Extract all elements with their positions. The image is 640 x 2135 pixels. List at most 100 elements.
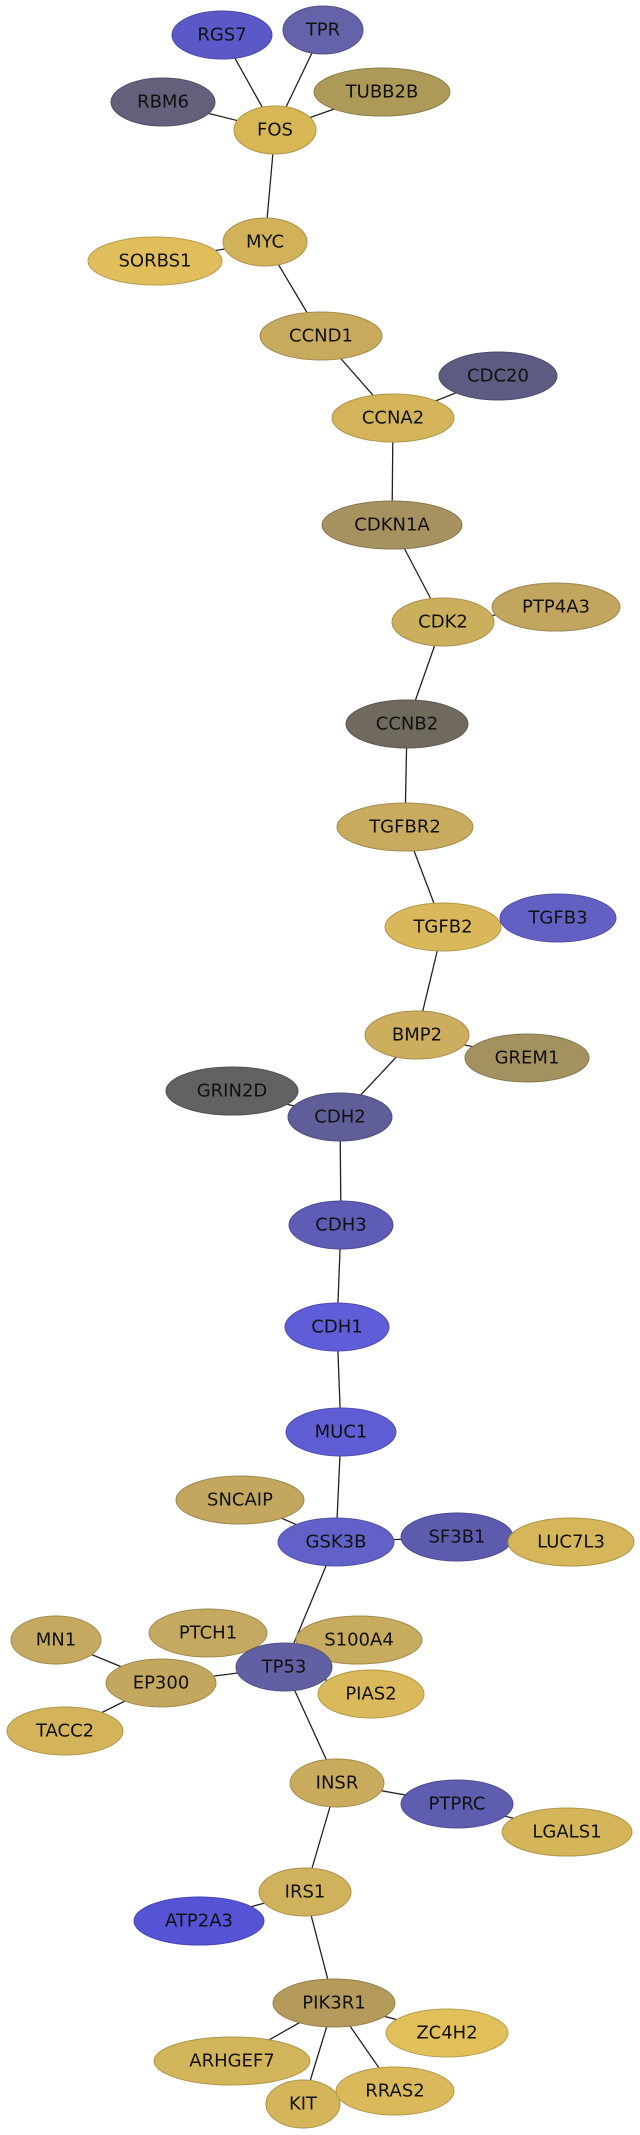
node-gsk3b[interactable]: GSK3B — [277, 1517, 395, 1567]
node-label-ptprc: PTPRC — [429, 1794, 486, 1815]
node-grin2d[interactable]: GRIN2D — [165, 1066, 299, 1116]
node-ccna2[interactable]: CCNA2 — [331, 393, 455, 443]
node-tp53[interactable]: TP53 — [235, 1642, 333, 1692]
node-shape-tp53 — [235, 1642, 333, 1692]
node-cdc20[interactable]: CDC20 — [438, 351, 558, 401]
node-rbm6[interactable]: RBM6 — [110, 77, 216, 127]
node-lgals1[interactable]: LGALS1 — [501, 1807, 633, 1857]
node-shape-arhgef7 — [153, 2036, 311, 2086]
node-tubb2b[interactable]: TUBB2B — [313, 67, 451, 117]
node-shape-myc — [222, 217, 308, 267]
node-shape-ptch1 — [148, 1608, 268, 1658]
node-shape-grin2d — [165, 1066, 299, 1116]
node-cdh1[interactable]: CDH1 — [284, 1302, 390, 1352]
node-grem1[interactable]: GREM1 — [464, 1033, 590, 1083]
node-shape-tgfbr2 — [336, 802, 474, 852]
node-luc7l3[interactable]: LUC7L3 — [507, 1517, 635, 1567]
node-label-cdc20: CDC20 — [467, 366, 529, 387]
node-shape-tubb2b — [313, 67, 451, 117]
node-shape-pias2 — [317, 1669, 425, 1719]
node-label-ccnb2: CCNB2 — [376, 714, 438, 735]
node-sncaip[interactable]: SNCAIP — [175, 1475, 305, 1525]
node-kit[interactable]: KIT — [265, 2079, 341, 2129]
node-label-tgfb3: TGFB3 — [527, 908, 587, 929]
node-label-bmp2: BMP2 — [392, 1025, 442, 1046]
node-mn1[interactable]: MN1 — [10, 1615, 102, 1665]
node-label-tp53: TP53 — [261, 1657, 307, 1678]
node-shape-tgfb3 — [499, 893, 617, 943]
node-pik3r1[interactable]: PIK3R1 — [272, 1978, 396, 2028]
node-muc1[interactable]: MUC1 — [285, 1407, 397, 1457]
node-pias2[interactable]: PIAS2 — [317, 1669, 425, 1719]
node-label-tgfbr2: TGFBR2 — [368, 817, 441, 838]
node-atp2a3[interactable]: ATP2A3 — [133, 1896, 265, 1946]
node-ccnd1[interactable]: CCND1 — [259, 311, 383, 361]
node-shape-ccnd1 — [259, 311, 383, 361]
node-cdh2[interactable]: CDH2 — [287, 1092, 393, 1142]
node-label-gsk3b: GSK3B — [306, 1532, 367, 1553]
node-shape-ptp4a3 — [491, 582, 621, 632]
node-label-cdh3: CDH3 — [315, 1215, 366, 1236]
node-shape-pik3r1 — [272, 1978, 396, 2028]
node-ptp4a3[interactable]: PTP4A3 — [491, 582, 621, 632]
node-shape-ccnb2 — [345, 699, 469, 749]
node-shape-lgals1 — [501, 1807, 633, 1857]
node-ep300[interactable]: EP300 — [105, 1658, 217, 1708]
node-label-grin2d: GRIN2D — [197, 1081, 268, 1102]
node-label-sorbs1: SORBS1 — [118, 251, 191, 272]
node-label-cdkn1a: CDKN1A — [354, 515, 430, 536]
node-shape-ep300 — [105, 1658, 217, 1708]
node-shape-tacc2 — [6, 1706, 124, 1756]
node-shape-luc7l3 — [507, 1517, 635, 1567]
node-cdkn1a[interactable]: CDKN1A — [321, 500, 463, 550]
node-cdk2[interactable]: CDK2 — [391, 597, 495, 647]
node-label-ccnd1: CCND1 — [289, 326, 353, 347]
node-myc[interactable]: MYC — [222, 217, 308, 267]
node-shape-tpr — [282, 5, 364, 55]
node-sorbs1[interactable]: SORBS1 — [87, 236, 223, 286]
node-shape-cdh1 — [284, 1302, 390, 1352]
node-shape-cdkn1a — [321, 500, 463, 550]
node-tacc2[interactable]: TACC2 — [6, 1706, 124, 1756]
node-shape-rras2 — [335, 2066, 455, 2116]
node-shape-rgs7 — [171, 10, 273, 60]
node-arhgef7[interactable]: ARHGEF7 — [153, 2036, 311, 2086]
node-fos[interactable]: FOS — [233, 105, 317, 155]
node-tgfb3[interactable]: TGFB3 — [499, 893, 617, 943]
node-shape-cdk2 — [391, 597, 495, 647]
node-ptch1[interactable]: PTCH1 — [148, 1608, 268, 1658]
node-shape-cdh2 — [287, 1092, 393, 1142]
node-shape-rbm6 — [110, 77, 216, 127]
node-ccnb2[interactable]: CCNB2 — [345, 699, 469, 749]
node-irs1[interactable]: IRS1 — [258, 1867, 352, 1917]
node-sf3b1[interactable]: SF3B1 — [400, 1512, 514, 1562]
node-ptprc[interactable]: PTPRC — [400, 1779, 514, 1829]
node-label-arhgef7: ARHGEF7 — [189, 2051, 274, 2072]
node-tpr[interactable]: TPR — [282, 5, 364, 55]
node-label-irs1: IRS1 — [285, 1882, 326, 1903]
node-zc4h2[interactable]: ZC4H2 — [385, 2008, 509, 2058]
node-label-mn1: MN1 — [36, 1630, 76, 1651]
node-shape-irs1 — [258, 1867, 352, 1917]
node-label-cdk2: CDK2 — [418, 612, 468, 633]
node-label-rbm6: RBM6 — [137, 92, 189, 113]
node-label-sf3b1: SF3B1 — [428, 1527, 485, 1548]
node-label-zc4h2: ZC4H2 — [416, 2023, 477, 2044]
node-shape-ccna2 — [331, 393, 455, 443]
node-tgfbr2[interactable]: TGFBR2 — [336, 802, 474, 852]
node-rgs7[interactable]: RGS7 — [171, 10, 273, 60]
node-label-ptch1: PTCH1 — [179, 1623, 237, 1644]
node-cdh3[interactable]: CDH3 — [288, 1200, 394, 1250]
node-s100a4[interactable]: S100A4 — [295, 1615, 423, 1665]
node-shape-gsk3b — [277, 1517, 395, 1567]
node-insr[interactable]: INSR — [289, 1758, 385, 1808]
node-label-sncaip: SNCAIP — [207, 1490, 273, 1511]
node-label-fos: FOS — [257, 120, 293, 141]
node-tgfb2[interactable]: TGFB2 — [384, 902, 502, 952]
node-label-insr: INSR — [316, 1773, 359, 1794]
node-shape-grem1 — [464, 1033, 590, 1083]
node-label-cdh1: CDH1 — [311, 1317, 362, 1338]
node-rras2[interactable]: RRAS2 — [335, 2066, 455, 2116]
node-bmp2[interactable]: BMP2 — [364, 1010, 470, 1060]
